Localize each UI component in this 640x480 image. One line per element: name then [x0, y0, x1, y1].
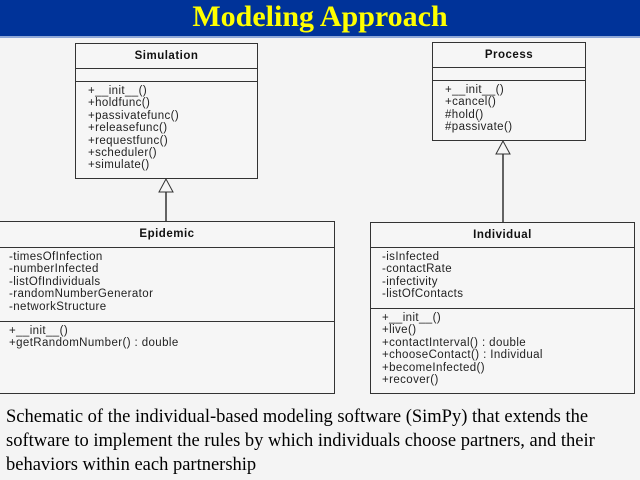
attribute: -isInfected — [382, 251, 440, 263]
method: +live() — [382, 324, 417, 337]
method: +requestfunc() — [88, 134, 169, 147]
class-name: Epidemic — [0, 222, 334, 248]
class-simulation: Simulation +__init__() +holdfunc() +pass… — [75, 43, 258, 179]
slide-title: Modeling Approach — [192, 0, 448, 33]
inheritance-arrow-epidemic-simulation — [158, 177, 174, 221]
slide-caption: Schematic of the individual-based modeli… — [6, 407, 595, 475]
class-name: Simulation — [76, 44, 257, 69]
method: +holdfunc() — [88, 97, 151, 110]
methods-section: +__init__() +cancel() #hold() #passivate… — [433, 81, 585, 134]
attribute: -networkStructure — [9, 300, 107, 313]
method: +__init__() — [445, 84, 505, 96]
methods-section: +__init__() +live() +contactInterval() :… — [371, 309, 634, 386]
method: +becomeInfected() — [382, 361, 486, 374]
attributes-section — [433, 68, 585, 81]
class-individual: Individual -isInfected -contactRate -inf… — [370, 222, 635, 394]
attribute: -contactRate — [382, 263, 452, 276]
attribute: -listOfIndividuals — [9, 275, 101, 288]
method: +recover() — [382, 374, 439, 387]
attribute: -timesOfInfection — [9, 251, 103, 263]
attribute: -infectivity — [382, 275, 438, 288]
attribute: -numberInfected — [9, 263, 99, 276]
method: +simulate() — [88, 159, 150, 172]
class-name: Individual — [371, 223, 634, 248]
class-process: Process +__init__() +cancel() #hold() #p… — [432, 42, 586, 141]
method: +releasefunc() — [88, 122, 168, 135]
slide-title-bar: Modeling Approach — [0, 0, 640, 38]
method: #hold() — [445, 108, 484, 121]
method: +chooseContact() : Individual — [382, 349, 543, 362]
attributes-section — [76, 69, 257, 82]
method: +cancel() — [445, 96, 497, 109]
method: +__init__() — [9, 325, 69, 337]
method: +__init__() — [88, 85, 148, 97]
attributes-section: -isInfected -contactRate -infectivity -l… — [371, 248, 634, 309]
method: +contactInterval() : double — [382, 336, 527, 349]
inheritance-arrow-individual-process — [495, 139, 511, 222]
method: +scheduler() — [88, 147, 158, 160]
attributes-section: -timesOfInfection -numberInfected -listO… — [0, 248, 334, 322]
methods-section: +__init__() +getRandomNumber() : double — [0, 322, 334, 350]
class-epidemic: Epidemic -timesOfInfection -numberInfect… — [0, 221, 335, 394]
method: #passivate() — [445, 121, 513, 134]
class-name: Process — [433, 43, 585, 68]
method: +__init__() — [382, 312, 442, 324]
attribute: -randomNumberGenerator — [9, 288, 154, 301]
method: +passivatefunc() — [88, 109, 180, 122]
attribute: -listOfContacts — [382, 288, 464, 301]
method: +getRandomNumber() : double — [9, 337, 179, 350]
methods-section: +__init__() +holdfunc() +passivatefunc()… — [76, 82, 257, 172]
